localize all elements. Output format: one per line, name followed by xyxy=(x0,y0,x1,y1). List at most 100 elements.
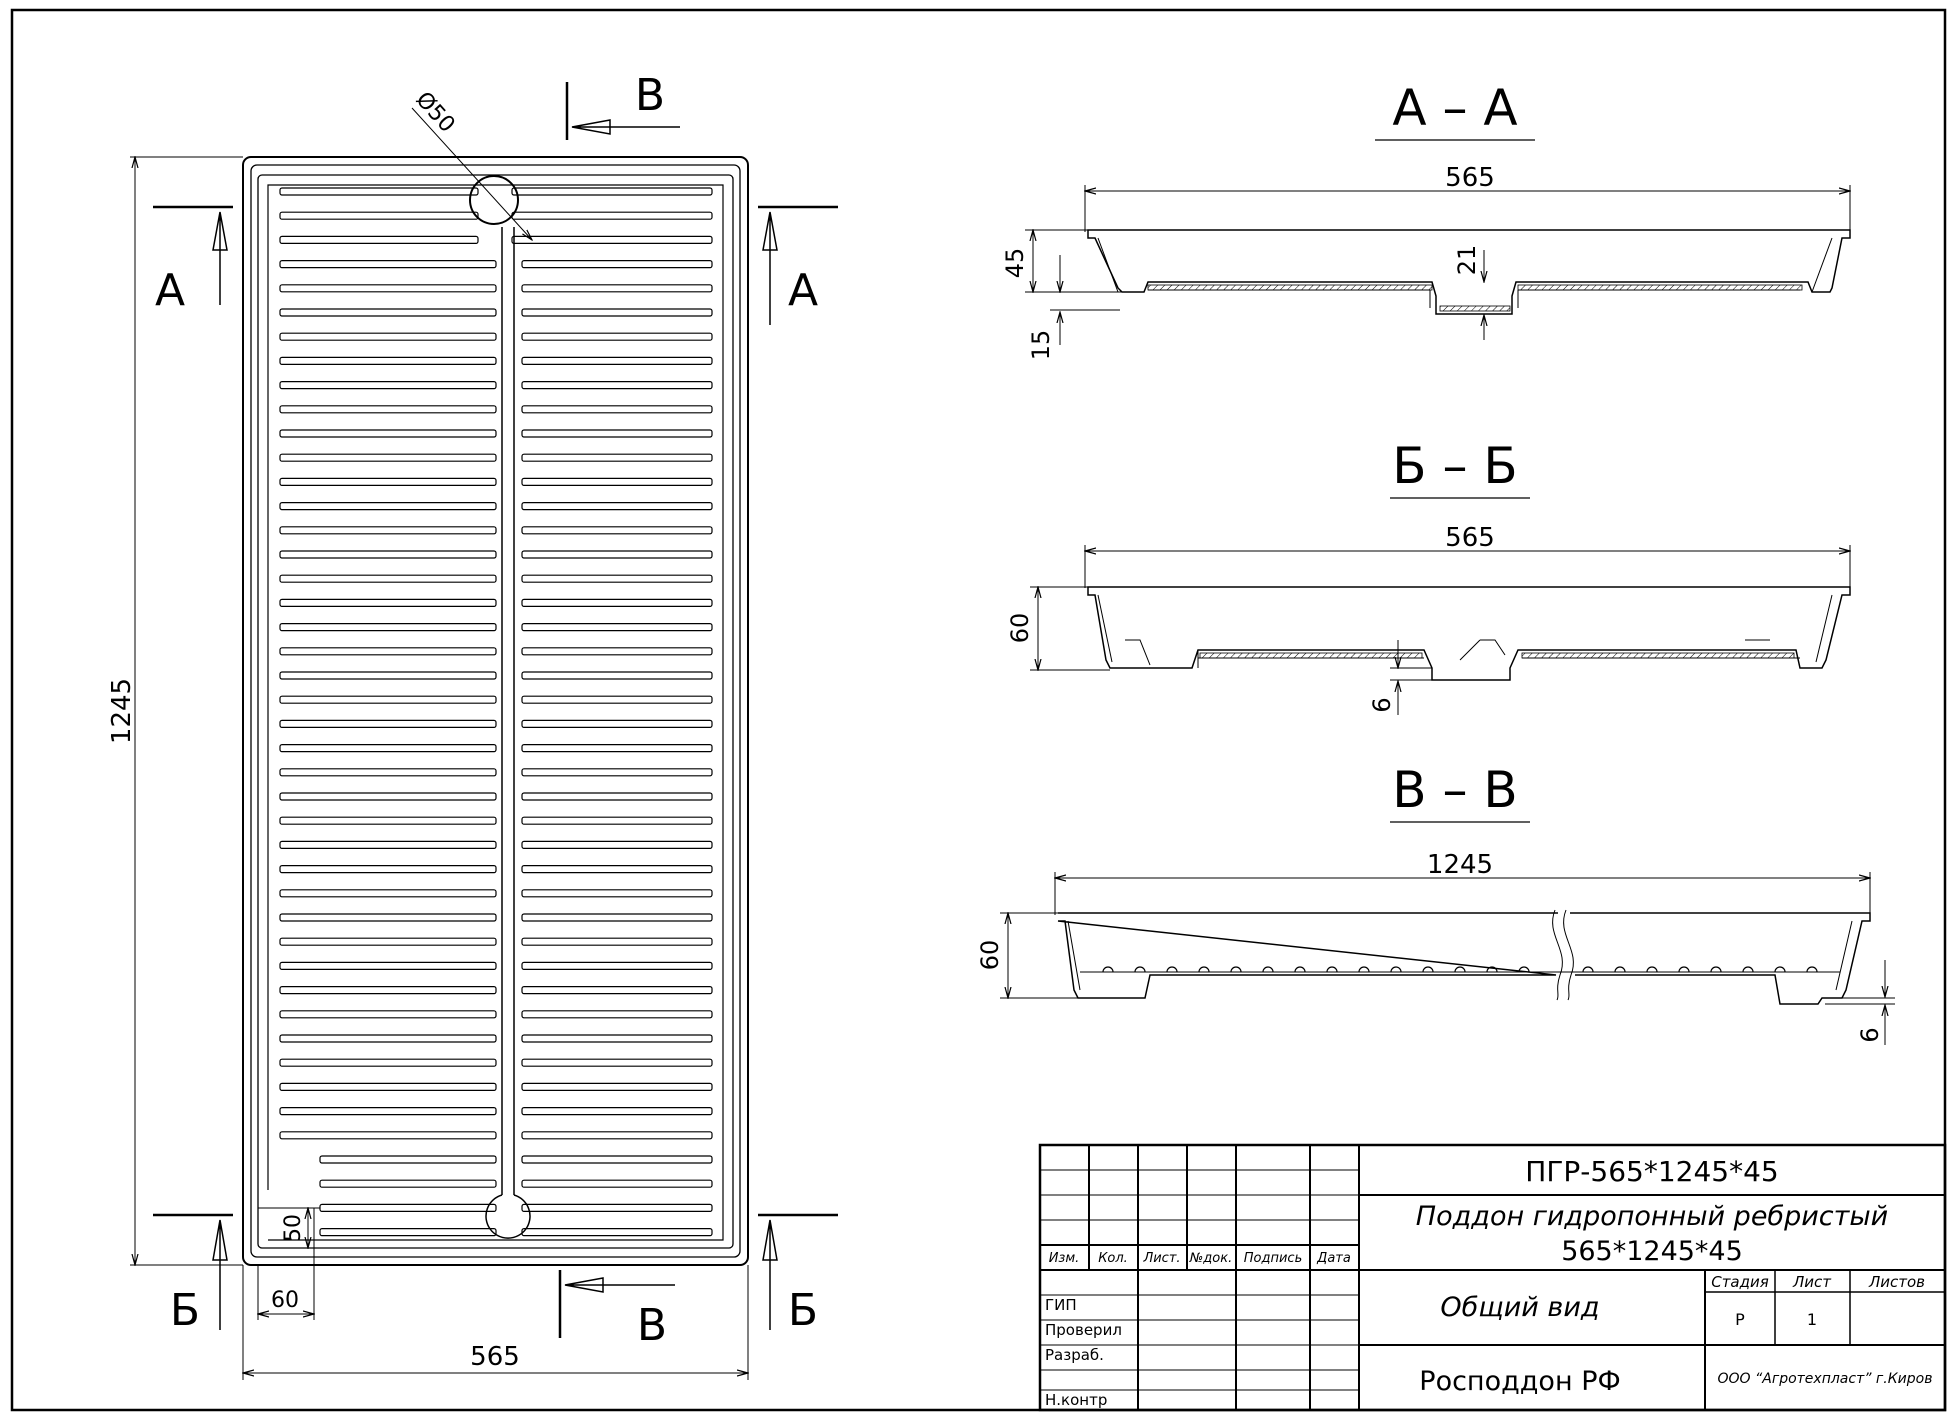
rib-profile xyxy=(1166,966,1178,973)
section-aa-title: А – А xyxy=(1392,79,1517,137)
rib-right xyxy=(521,1131,713,1140)
rib-right xyxy=(521,1082,713,1092)
rib-right xyxy=(521,792,713,801)
tb-sheet-header: Лист xyxy=(1792,1273,1832,1291)
rib-right xyxy=(521,1106,713,1116)
rib-left xyxy=(279,260,497,269)
rib-left xyxy=(279,332,497,341)
rib-right xyxy=(521,1203,713,1213)
rib-left xyxy=(279,1034,497,1043)
rib-left xyxy=(279,429,497,438)
rib-left xyxy=(279,356,497,365)
rib-right xyxy=(511,211,713,220)
rib-right xyxy=(521,477,713,486)
rib-right xyxy=(521,381,713,390)
rib-profile xyxy=(1294,966,1306,973)
rib-left xyxy=(279,284,497,293)
rib-right xyxy=(521,961,713,971)
rib-right xyxy=(521,647,713,656)
rib-left xyxy=(279,961,497,971)
rib-profile xyxy=(1518,966,1530,973)
rib-left xyxy=(279,864,497,874)
rib-left xyxy=(279,211,479,220)
section-aa: А – А 565 45 15 21 xyxy=(1001,79,1850,360)
rib-right xyxy=(521,1058,713,1067)
rib-left xyxy=(279,816,497,825)
rib-left xyxy=(279,526,497,535)
drain-channel-end xyxy=(485,1194,531,1239)
rib-left xyxy=(279,308,497,317)
rib-profile xyxy=(1742,966,1754,973)
rib-left xyxy=(279,187,479,196)
rib-profile xyxy=(1774,966,1786,973)
tb-col-list: Лист. xyxy=(1142,1251,1180,1266)
section-vv-dim-height: 60 xyxy=(976,940,1004,971)
rib-right xyxy=(521,622,713,632)
section-a-label-right: А xyxy=(788,265,818,316)
section-a-arrow-right xyxy=(762,211,778,325)
rib-left xyxy=(279,889,497,898)
section-vv-dim-length: 1245 xyxy=(1427,850,1493,880)
rib-right xyxy=(521,743,713,753)
rib-right xyxy=(521,937,713,946)
rib-left xyxy=(279,477,497,486)
rib-left xyxy=(279,695,497,704)
ribs-right-group xyxy=(511,187,713,1237)
tb-organization: ООО “Агротехпласт” г.Киров xyxy=(1718,1371,1933,1387)
tb-stage-value: Р xyxy=(1735,1310,1745,1329)
section-aa-dim-height: 45 xyxy=(1001,248,1029,279)
title-block: Изм. Кол. Лист. №док. Подпись Дата ГИП П… xyxy=(1038,1143,1947,1412)
section-v-arrow-top xyxy=(571,119,680,135)
rib-profile xyxy=(1614,966,1626,973)
rib-profile xyxy=(1390,966,1402,973)
sheet-frame xyxy=(10,8,1947,1412)
rib-left xyxy=(319,1227,497,1237)
rib-left xyxy=(279,405,497,414)
section-vv-break xyxy=(1552,909,1574,1001)
rib-profile xyxy=(1198,966,1210,973)
rib-right xyxy=(521,574,713,583)
rib-left xyxy=(319,1203,497,1213)
tb-stage-header: Стадия xyxy=(1711,1273,1769,1291)
rib-profile xyxy=(1710,966,1722,973)
rib-left xyxy=(279,574,497,583)
tb-product-name-line2: 565*1245*45 xyxy=(1561,1236,1743,1267)
rib-right xyxy=(521,864,713,874)
section-v-arrow-bottom xyxy=(564,1277,675,1293)
tb-col-kol: Кол. xyxy=(1098,1251,1128,1266)
rib-left xyxy=(279,792,497,801)
section-bb-dim-step: 6 xyxy=(1368,697,1396,712)
rib-right xyxy=(521,429,713,438)
rib-right xyxy=(521,913,713,922)
rib-right xyxy=(521,671,713,680)
rib-right xyxy=(521,816,713,825)
dim-overall-width: 565 xyxy=(470,1342,520,1372)
rib-profile xyxy=(1422,966,1434,973)
tb-doc-code: ПГР-565*1245*45 xyxy=(1525,1155,1778,1188)
rib-profile xyxy=(1134,966,1146,973)
tb-product-name-line1: Поддон гидропонный ребристый xyxy=(1416,1201,1888,1232)
rib-left xyxy=(279,381,497,390)
rib-profile xyxy=(1486,966,1498,973)
tray-inner-return xyxy=(267,184,724,1241)
rib-left xyxy=(279,1082,497,1092)
rib-right xyxy=(521,308,713,317)
rib-left xyxy=(279,1106,497,1116)
rib-right xyxy=(521,1179,713,1188)
rib-right xyxy=(521,719,713,729)
rib-right xyxy=(521,550,713,559)
rib-right xyxy=(521,840,713,850)
rib-left xyxy=(279,502,497,511)
section-b-label-left: Б xyxy=(170,1285,200,1336)
rib-right xyxy=(521,453,713,462)
rib-right xyxy=(511,235,713,244)
rib-profile xyxy=(1646,966,1658,973)
rib-left xyxy=(279,622,497,632)
ribs-left-group xyxy=(279,187,497,1237)
rib-left xyxy=(279,913,497,922)
rib-right xyxy=(521,260,713,269)
tb-col-data: Дата xyxy=(1316,1251,1351,1266)
rib-left xyxy=(279,550,497,559)
rib-left xyxy=(279,985,497,995)
section-aa-dim-width: 565 xyxy=(1445,163,1495,193)
